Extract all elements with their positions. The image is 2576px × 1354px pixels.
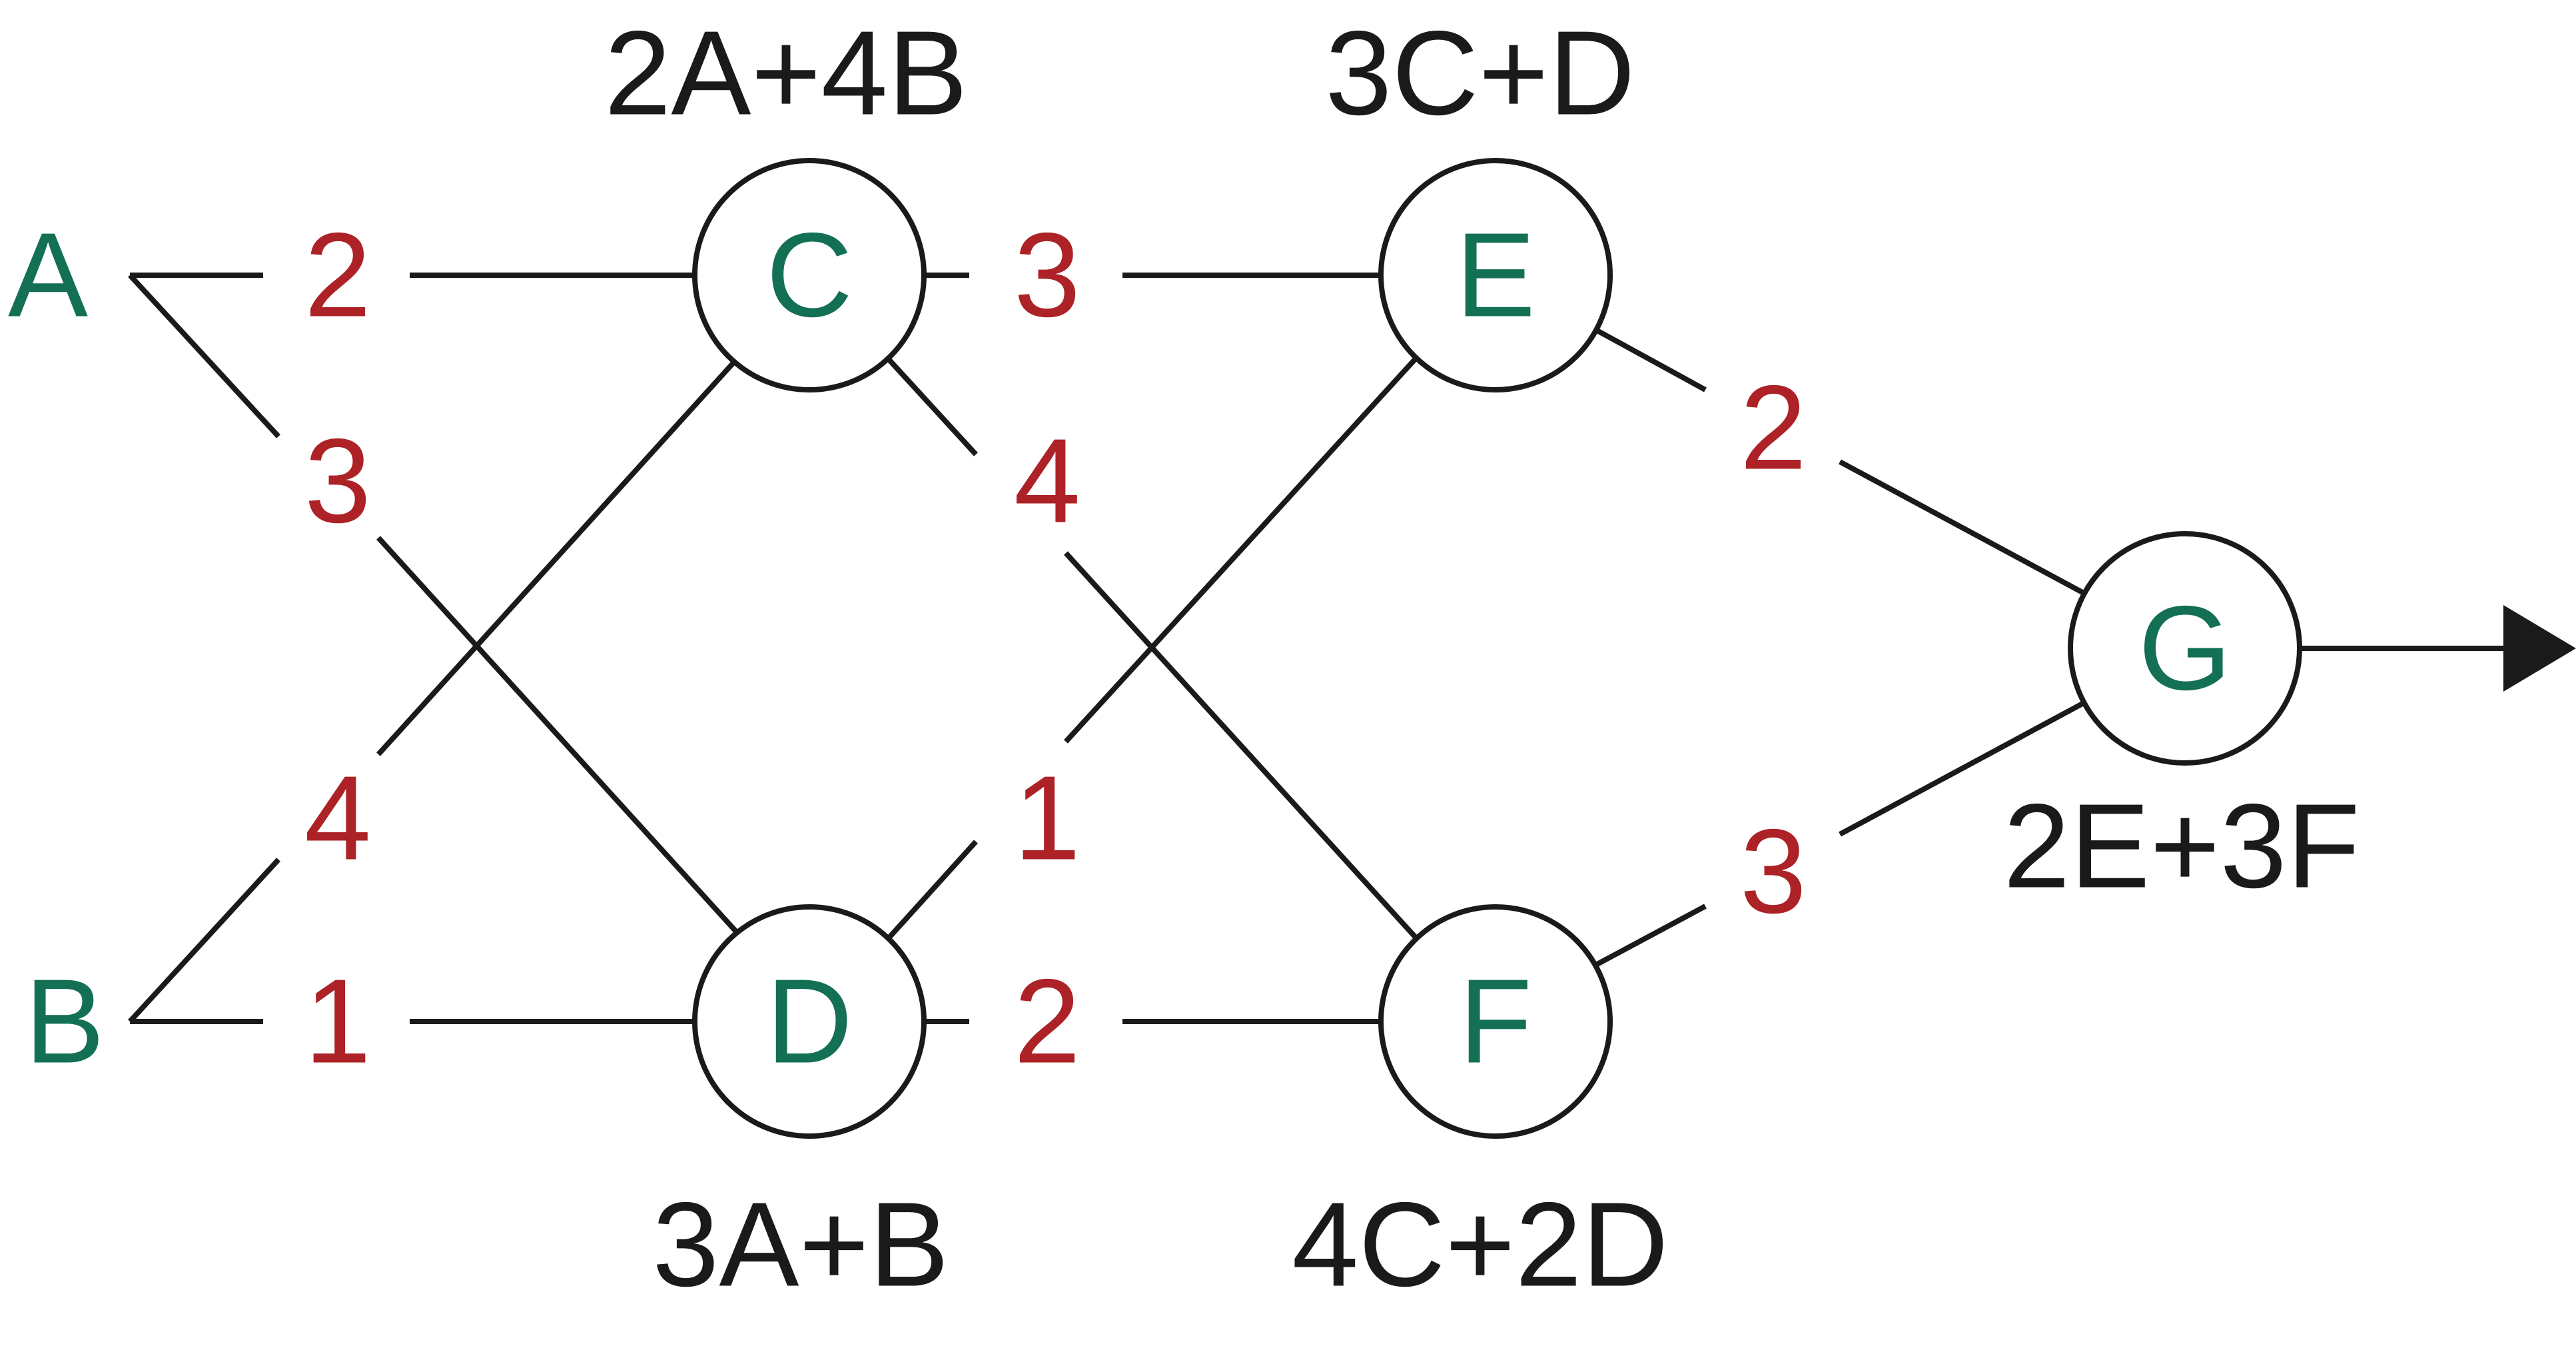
node-e-label: E <box>1456 209 1535 342</box>
node-f-label: F <box>1459 955 1532 1089</box>
weight-c-e: 3 <box>1014 209 1080 342</box>
node-c-circle <box>692 158 927 392</box>
expressions: 2A+4B 3A+B 3C+D 4C+2D 2E+3F <box>604 7 2360 1312</box>
expression-c: 2A+4B <box>604 7 967 141</box>
edge-f-g-top <box>1839 700 2085 837</box>
node-d-circle <box>692 904 927 1139</box>
edge-b-c-bottom <box>128 858 280 1023</box>
input-b-label: B <box>25 955 105 1089</box>
edge-a-d-bottom <box>376 536 738 934</box>
node-c-label: C <box>766 209 853 342</box>
edge-e-g-top <box>1592 326 1707 392</box>
edge-d-e-top <box>1064 354 1420 744</box>
expression-g: 2E+3F <box>2003 780 2360 914</box>
weight-a-c: 2 <box>304 209 371 342</box>
input-a-label: A <box>8 209 88 342</box>
node-f-circle <box>1378 904 1613 1139</box>
weights: 2 3 4 1 3 4 1 2 2 3 <box>304 209 1807 1089</box>
node-g-circle <box>2068 531 2302 766</box>
expression-d: 3A+B <box>652 1178 949 1312</box>
expression-f: 4C+2D <box>1292 1178 1668 1312</box>
node-g: G <box>2068 531 2302 766</box>
node-f: F <box>1378 904 1613 1139</box>
weight-d-f: 2 <box>1014 955 1080 1089</box>
edge-e-g-bottom <box>1839 459 2085 596</box>
node-c: C <box>692 158 927 392</box>
weight-e-g: 2 <box>1740 361 1807 495</box>
node-d: D <box>692 904 927 1139</box>
weight-b-c: 4 <box>304 752 371 886</box>
weight-c-f: 4 <box>1014 414 1080 548</box>
expression-e: 3C+D <box>1325 7 1635 141</box>
edge-d-e-bottom <box>885 840 978 942</box>
node-e: E <box>1378 158 1613 392</box>
edge-c-f-top <box>885 356 978 456</box>
node-g-label: G <box>2138 582 2232 716</box>
node-d-label: D <box>766 955 853 1089</box>
node-e-circle <box>1378 158 1613 392</box>
edge-f-g-bottom <box>1592 904 1707 969</box>
arrow-right-icon <box>2503 605 2576 692</box>
weight-a-d: 3 <box>304 414 371 548</box>
connections <box>128 273 2505 1024</box>
edge-a-d-top <box>128 273 280 438</box>
edge-c-f-bottom <box>1064 551 1420 942</box>
weight-f-g: 3 <box>1740 805 1807 939</box>
weight-b-d: 1 <box>304 955 371 1089</box>
weight-d-e: 1 <box>1014 752 1080 886</box>
edge-b-c-top <box>376 358 738 756</box>
